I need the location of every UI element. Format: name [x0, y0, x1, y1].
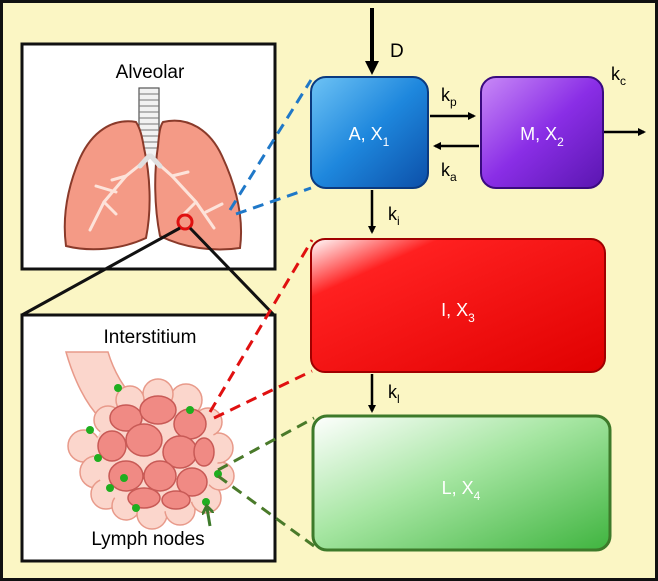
compartment-M-sub: 2 [557, 135, 564, 149]
interstitium-connectors [208, 239, 314, 420]
svg-text:A, X1: A, X1 [349, 124, 390, 149]
kl-sub: l [397, 392, 400, 406]
kl-label: k [388, 382, 398, 402]
interstitium-title: Interstitium [104, 327, 197, 348]
compartment-L: L, X4 [311, 414, 612, 552]
compartment-L-label: L, X [442, 478, 474, 498]
alveolar-title: Alveolar [116, 62, 185, 83]
compartment-I: I, X3 [310, 238, 606, 373]
compartment-M: M, X2 [480, 76, 604, 189]
lymph-connectors [217, 416, 315, 548]
compartment-A-label: A, X [349, 124, 383, 144]
kp-sub: p [450, 95, 457, 109]
zoom-line-left [21, 226, 181, 317]
svg-text:kl: kl [388, 382, 400, 406]
ki-label: k [388, 204, 398, 224]
compartment-I-sub: 3 [468, 311, 475, 325]
ka-sub: a [450, 170, 457, 184]
svg-text:ki: ki [388, 204, 400, 228]
svg-text:kc: kc [611, 64, 626, 88]
lymph-nodes-caption: Lymph nodes [91, 529, 204, 550]
compartment-L-sub: 4 [474, 489, 481, 503]
svg-text:L, X4: L, X4 [442, 478, 481, 503]
dose-label: D [390, 41, 404, 62]
compartment-I-label: I, X [441, 300, 468, 320]
kp-label: k [441, 85, 451, 105]
kc-label: k [611, 64, 621, 84]
alveolus-marker [176, 213, 194, 231]
alveolar-panel: Alveolar [20, 42, 277, 271]
interstitium-panel: Interstitium [20, 313, 277, 563]
ka-label: k [441, 160, 451, 180]
lungs-icon [63, 87, 243, 251]
lymph-node-pointer [207, 508, 210, 527]
svg-text:kp: kp [441, 85, 457, 109]
svg-text:ka: ka [441, 160, 457, 184]
svg-text:M, X2: M, X2 [520, 124, 564, 149]
kc-sub: c [620, 74, 626, 88]
alveolar-connectors [228, 79, 313, 216]
zoom-line-right [188, 226, 276, 317]
compartment-A: A, X1 [310, 76, 429, 189]
compartment-A-sub: 1 [383, 135, 390, 149]
ki-sub: i [397, 214, 400, 228]
svg-text:I, X3: I, X3 [441, 300, 475, 325]
alveolar-sac-icon [65, 351, 235, 530]
compartment-M-label: M, X [520, 124, 557, 144]
